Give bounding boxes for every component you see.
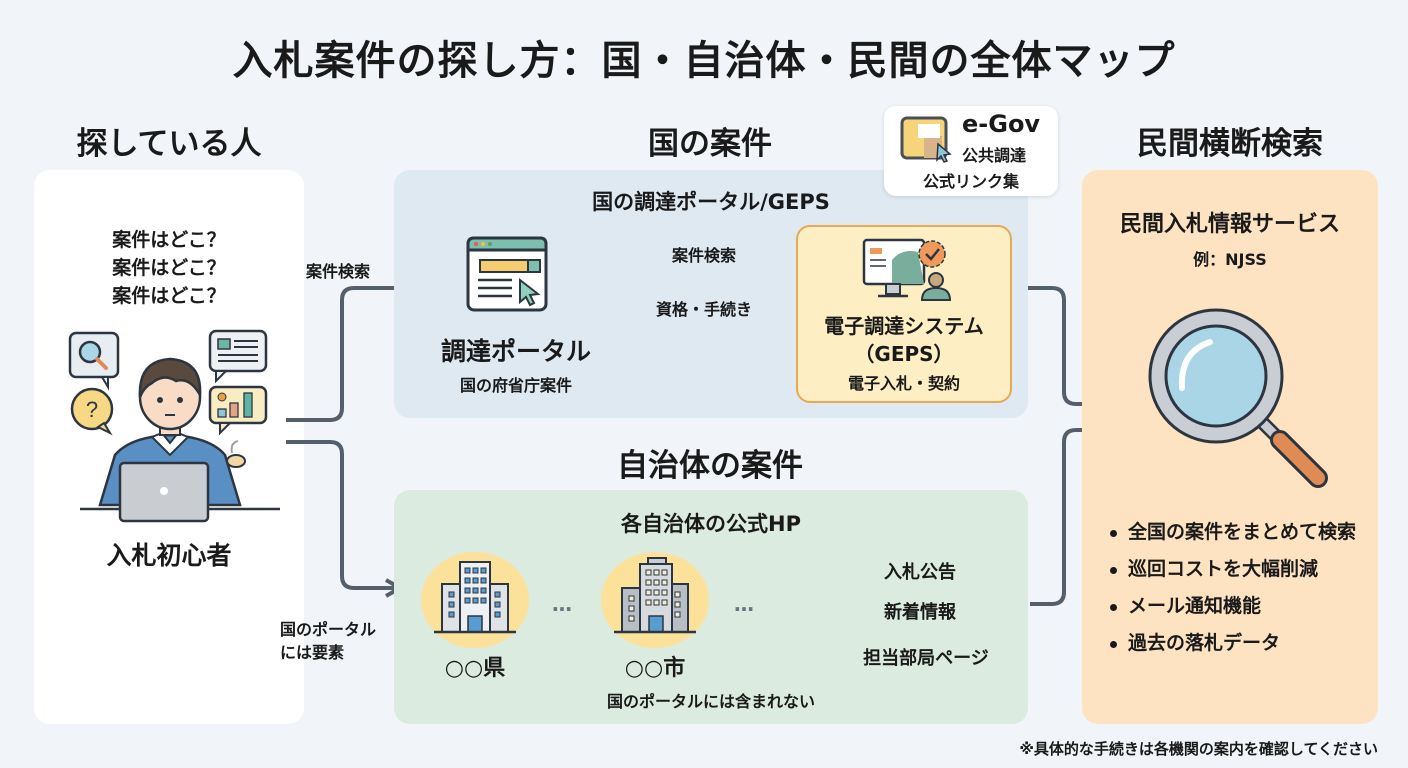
egov-browser-cursor-icon bbox=[900, 116, 952, 163]
person-heading: 探している人 bbox=[76, 126, 262, 162]
footnote: ※具体的な手続きは各機関の案内を確認してください bbox=[1019, 740, 1378, 758]
portal-title: 調達ポータル bbox=[440, 337, 591, 366]
feature-item: 過去の落札データ bbox=[1108, 631, 1368, 656]
private-panel bbox=[1082, 170, 1378, 724]
feature-item: メール通知機能 bbox=[1108, 594, 1368, 619]
egov-subtitle: 公共調達 bbox=[962, 146, 1027, 165]
feature-item: 巡回コストを大幅削減 bbox=[1108, 557, 1368, 582]
page-title: 入札案件の探し方：国・自治体・民間の全体マップ bbox=[232, 38, 1176, 84]
national-heading: 国の案件 bbox=[648, 126, 772, 162]
question-text: 案件はどこ？ bbox=[112, 285, 226, 307]
question-bubble-icon: ? bbox=[70, 387, 114, 436]
geps-title: 電子調達システム bbox=[824, 314, 984, 338]
egov-caption: 公式リンク集 bbox=[922, 172, 1019, 191]
ellipsis: … bbox=[552, 592, 572, 616]
beginner-person-illustration: ? bbox=[68, 329, 280, 523]
private-feature-list: 全国の案件をまとめて検索 巡回コストを大幅削減 メール通知機能 過去の落札データ bbox=[1108, 520, 1368, 668]
egov-title: e-Gov bbox=[962, 110, 1041, 138]
arrow-label-line: には要素 bbox=[280, 643, 345, 662]
private-example: 例：NJSS bbox=[1193, 250, 1267, 269]
arrow-label-portal-note: 国のポータル には要素 bbox=[280, 618, 376, 664]
local-panel-title: 各自治体の公式HP bbox=[621, 512, 801, 536]
private-panel-title: 民間入札情報サービス bbox=[1119, 212, 1340, 237]
arrow-geps-to-private bbox=[1014, 286, 1131, 414]
arrow-person-to-local bbox=[286, 440, 405, 598]
output-bid-notice: 入札公告 bbox=[884, 562, 956, 583]
local-heading: 自治体の案件 bbox=[617, 448, 803, 484]
local-note: 国のポータルには含まれない bbox=[606, 692, 815, 711]
procurement-portal-icon bbox=[466, 236, 548, 312]
laptop-icon bbox=[80, 461, 280, 523]
arrow-person-to-national bbox=[286, 278, 427, 422]
arrow-label-forward: 案件検索 bbox=[671, 246, 736, 265]
search-bubble-icon bbox=[68, 331, 120, 391]
private-heading: 民間横断検索 bbox=[1137, 126, 1323, 162]
svg-text:?: ? bbox=[86, 397, 98, 422]
person-label: 入札初心者 bbox=[106, 541, 232, 570]
national-panel-title: 国の調達ポータル/GEPS bbox=[592, 190, 830, 214]
prefecture-building-icon bbox=[421, 552, 529, 648]
ellipsis: … bbox=[734, 592, 754, 616]
chart-bubble-icon bbox=[208, 385, 268, 436]
geps-subtitle: 電子入札・契約 bbox=[847, 374, 960, 393]
city-building-icon bbox=[601, 552, 709, 648]
arrow-label-search: 案件検索 bbox=[306, 262, 371, 281]
arrow-label-line: 国のポータル bbox=[280, 620, 377, 639]
portal-subtitle: 国の府省庁案件 bbox=[459, 376, 572, 395]
feature-item: 全国の案件をまとめて検索 bbox=[1108, 520, 1368, 545]
question-list: 案件はどこ？ 案件はどこ？ 案件はどこ？ bbox=[34, 226, 304, 310]
document-bubble-icon bbox=[208, 329, 268, 384]
geps-monitor-icon bbox=[862, 238, 952, 301]
prefecture-label: ○○県 bbox=[444, 656, 506, 681]
output-news: 新着情報 bbox=[884, 602, 956, 623]
question-text: 案件はどこ？ bbox=[112, 257, 226, 279]
arrow-label-back: 資格・手続き bbox=[655, 300, 752, 319]
output-department-page: 担当部局ページ bbox=[863, 648, 989, 669]
geps-label: 電子調達システム （GEPS） bbox=[796, 312, 1012, 368]
geps-acronym: （GEPS） bbox=[854, 342, 954, 366]
arrow-local-to-private bbox=[1030, 420, 1131, 606]
question-text: 案件はどこ？ bbox=[112, 229, 226, 251]
city-label: ○○市 bbox=[624, 656, 686, 681]
magnifying-glass-icon bbox=[1148, 308, 1328, 488]
